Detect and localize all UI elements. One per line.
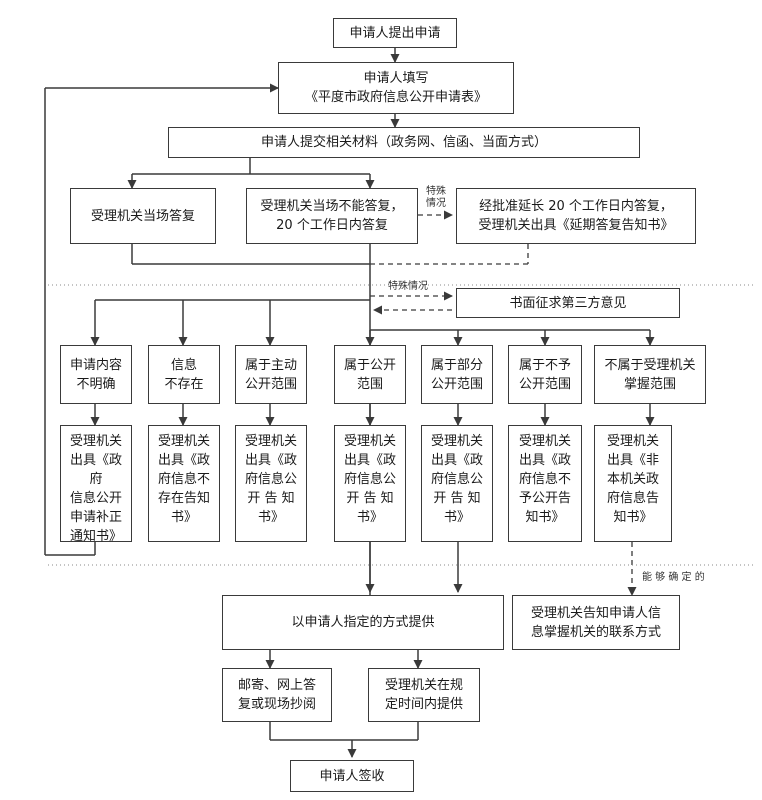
node-inform-contact: 受理机关告知申请人信 息掌握机关的联系方式	[512, 595, 680, 650]
label-special-2: 特殊情况	[388, 281, 428, 292]
doc-not-public-text: 受理机关 出具《政 府信息不 予公开告 知书》	[518, 434, 571, 525]
doc-not-held-text: 受理机关 出具《非 本机关政 府信息告 知书》	[606, 434, 659, 525]
node-mail: 邮寄、网上答 复或现场抄阅	[222, 668, 332, 722]
doc-public-text: 受理机关 出具《政 府信息公 开 告 知 书》	[343, 434, 396, 525]
node-provide: 以申请人指定的方式提供	[222, 595, 504, 650]
node-extend: 经批准延长 20 个工作日内答复， 受理机关出具《延期答复告知书》	[456, 188, 696, 244]
cat-not-held-text: 不属于受理机关 掌握范围	[604, 357, 696, 392]
doc-unclear-text: 受理机关 出具《政府 信息公开 申请补正 通知书》	[69, 434, 122, 544]
node-inform-contact-text: 受理机关告知申请人信 息掌握机关的联系方式	[530, 605, 661, 640]
cat-unclear: 申请内容 不明确	[60, 345, 132, 404]
node-third-party-text: 书面征求第三方意见	[509, 295, 627, 311]
doc-partial: 受理机关 出具《政 府信息公 开 告 知 书》	[421, 425, 493, 542]
label-special-1: 特殊 情况	[426, 186, 446, 209]
node-apply-text: 申请人提出申请	[349, 25, 441, 41]
node-mail-text: 邮寄、网上答 复或现场抄阅	[237, 678, 316, 712]
node-submit: 申请人提交相关材料（政务网、信函、当面方式）	[168, 127, 640, 158]
node-extend-line1: 经批准延长 20 个工作日内答复，	[479, 199, 673, 214]
cat-unclear-text: 申请内容 不明确	[69, 357, 122, 392]
node-reply-onsite-text: 受理机关当场答复	[90, 208, 195, 224]
cat-not-public-text: 属于不予 公开范围	[518, 357, 571, 392]
doc-not-public: 受理机关 出具《政 府信息不 予公开告 知书》	[508, 425, 582, 542]
node-reply-onsite: 受理机关当场答复	[70, 188, 216, 244]
node-provide-text: 以申请人指定的方式提供	[291, 615, 435, 630]
node-third-party: 书面征求第三方意见	[456, 288, 680, 318]
node-in-time-text: 受理机关在规 定时间内提供	[384, 678, 463, 712]
cat-not-exist-text: 信息 不存在	[164, 357, 204, 392]
node-sign-text: 申请人签收	[319, 768, 385, 784]
cat-partial-text: 属于部分 公开范围	[430, 357, 483, 392]
node-cannot-reply-line2: 20 个工作日内答复	[276, 218, 388, 233]
node-cannot-reply: 受理机关当场不能答复， 20 个工作日内答复	[246, 188, 418, 244]
cat-not-public: 属于不予 公开范围	[508, 345, 582, 404]
cat-public: 属于公开 范围	[334, 345, 406, 404]
node-apply: 申请人提出申请	[333, 18, 457, 48]
doc-active: 受理机关 出具《政 府信息公 开 告 知 书》	[235, 425, 307, 542]
cat-public-text: 属于公开 范围	[343, 357, 396, 392]
label-can-determine: 能 够 确 定 的	[642, 572, 705, 583]
node-sign: 申请人签收	[290, 760, 414, 792]
doc-not-exist: 受理机关 出具《政 府信息不 存在告知 书》	[148, 425, 220, 542]
cat-active-text: 属于主动 公开范围	[244, 357, 297, 392]
doc-unclear: 受理机关 出具《政府 信息公开 申请补正 通知书》	[60, 425, 132, 544]
doc-public: 受理机关 出具《政 府信息公 开 告 知 书》	[334, 425, 406, 542]
doc-partial-text: 受理机关 出具《政 府信息公 开 告 知 书》	[430, 434, 483, 525]
node-fill-form: 申请人填写 《平度市政府信息公开申请表》	[278, 62, 514, 114]
doc-not-exist-text: 受理机关 出具《政 府信息不 存在告知 书》	[157, 434, 210, 525]
cat-not-held: 不属于受理机关 掌握范围	[594, 345, 706, 404]
node-cannot-reply-line1: 受理机关当场不能答复，	[260, 199, 404, 214]
node-in-time: 受理机关在规 定时间内提供	[368, 668, 480, 722]
cat-partial: 属于部分 公开范围	[421, 345, 493, 404]
node-fill-form-line1: 申请人填写	[363, 71, 429, 86]
node-extend-line2: 受理机关出具《延期答复告知书》	[478, 218, 674, 233]
node-fill-form-line2: 《平度市政府信息公开申请表》	[304, 90, 487, 105]
doc-active-text: 受理机关 出具《政 府信息公 开 告 知 书》	[244, 434, 297, 525]
cat-not-exist: 信息 不存在	[148, 345, 220, 404]
doc-not-held: 受理机关 出具《非 本机关政 府信息告 知书》	[594, 425, 672, 542]
node-submit-text: 申请人提交相关材料（政务网、信函、当面方式）	[260, 135, 547, 150]
cat-active: 属于主动 公开范围	[235, 345, 307, 404]
